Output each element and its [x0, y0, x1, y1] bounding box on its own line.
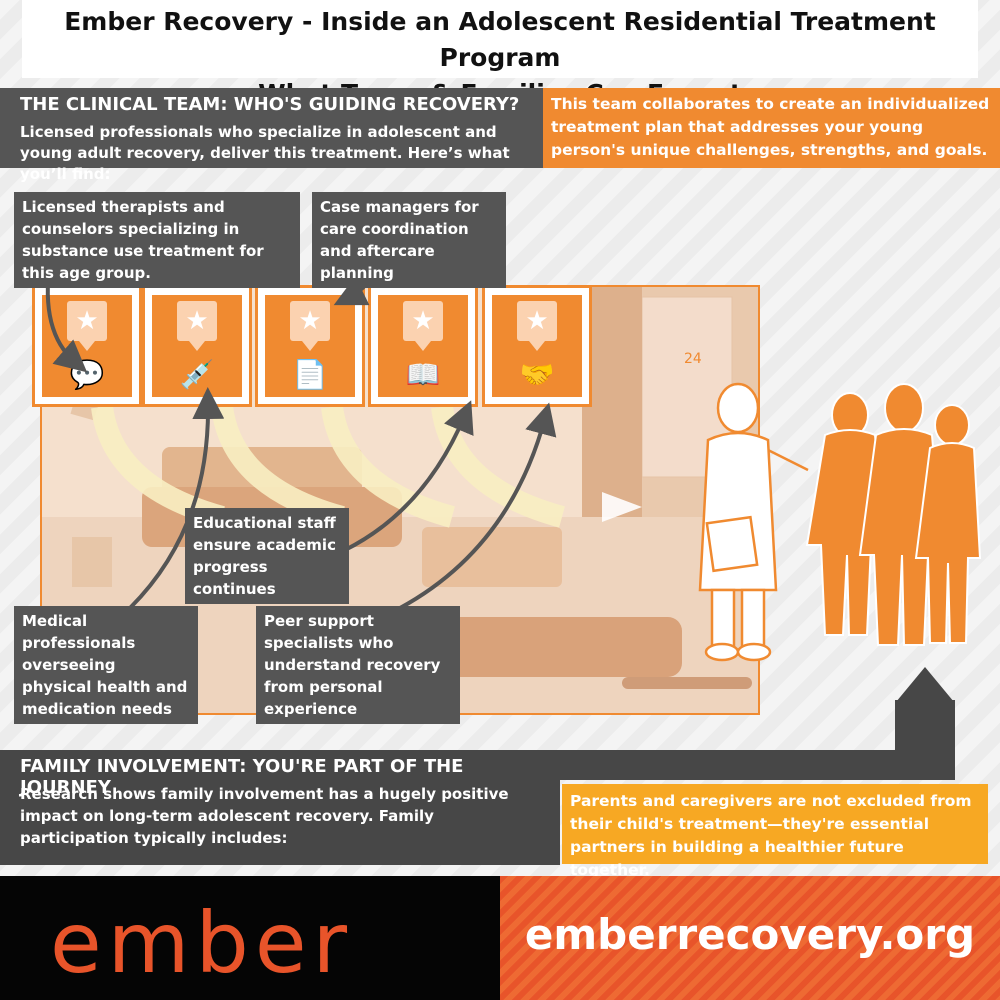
- chat-bubbles-icon: 💬: [69, 358, 105, 391]
- icon-card-therapy: ★ 💬: [32, 285, 142, 407]
- syringe-icon: 💉: [179, 358, 215, 391]
- handshake-icon: 🤝: [519, 358, 555, 391]
- collab-panel: This team collaborates to create an indi…: [543, 88, 1000, 168]
- icon-card-education: ★ 📖: [368, 285, 478, 407]
- star-pin-icon: ★: [290, 301, 330, 351]
- family-panel-extension: [560, 750, 955, 780]
- footer-logo-area: ember: [0, 876, 500, 1000]
- star-pin-icon: ★: [403, 301, 443, 351]
- star-pin-icon: ★: [177, 301, 217, 351]
- callout-therapists: Licensed therapists and counselors speci…: [14, 192, 300, 288]
- callout-therapists-text: Licensed therapists and counselors speci…: [22, 198, 264, 282]
- parents-text: Parents and caregivers are not excluded …: [570, 792, 972, 879]
- family-heading: FAMILY INVOLVEMENT: YOU'RE PART OF THE J…: [20, 756, 464, 798]
- callout-medical-text: Medical professionals overseeing physica…: [22, 612, 188, 718]
- clinical-body: Licensed professionals who specialize in…: [20, 123, 510, 183]
- clinical-heading: THE CLINICAL TEAM: WHO'S GUIDING RECOVER…: [20, 94, 520, 115]
- callout-case-managers-text: Case managers for care coordination and …: [320, 198, 479, 282]
- family-figures: [805, 383, 982, 646]
- family-pointer-arrow: [896, 667, 954, 702]
- parents-panel: Parents and caregivers are not excluded …: [562, 784, 988, 879]
- family-involvement-panel: FAMILY INVOLVEMENT: YOU'RE PART OF THE J…: [0, 750, 560, 865]
- callout-educational-text: Educational staff ensure academic progre…: [193, 514, 336, 598]
- callout-educational: Educational staff ensure academic progre…: [185, 508, 349, 604]
- title-box: Ember Recovery - Inside an Adolescent Re…: [22, 0, 978, 108]
- page-title: Ember Recovery - Inside an Adolescent Re…: [64, 7, 936, 72]
- icon-card-case-management: ★ 📄: [255, 285, 365, 407]
- footer-site-area[interactable]: emberrecovery.org: [500, 876, 1000, 1000]
- clinical-team-panel: THE CLINICAL TEAM: WHO'S GUIDING RECOVER…: [0, 88, 543, 183]
- documents-icon: 📄: [292, 358, 328, 391]
- collab-text: This team collaborates to create an indi…: [551, 95, 990, 159]
- family-body: Research shows family involvement has a …: [20, 785, 509, 847]
- callout-case-managers: Case managers for care coordination and …: [312, 192, 506, 288]
- callout-peer-text: Peer support specialists who understand …: [264, 612, 441, 718]
- star-pin-icon: ★: [517, 301, 557, 351]
- icon-card-medical: ★ 💉: [142, 285, 252, 407]
- people-illustration: [698, 382, 982, 662]
- book-icon: 📖: [405, 358, 441, 391]
- clock-number: 24: [684, 351, 702, 367]
- website-link[interactable]: emberrecovery.org: [524, 910, 976, 959]
- doctor-figure: [698, 382, 809, 662]
- callout-peer: Peer support specialists who understand …: [256, 606, 460, 724]
- callout-medical: Medical professionals overseeing physica…: [14, 606, 198, 724]
- icon-card-peer-support: ★ 🤝: [482, 285, 592, 407]
- ember-logo: ember: [50, 894, 354, 992]
- star-pin-icon: ★: [67, 301, 107, 351]
